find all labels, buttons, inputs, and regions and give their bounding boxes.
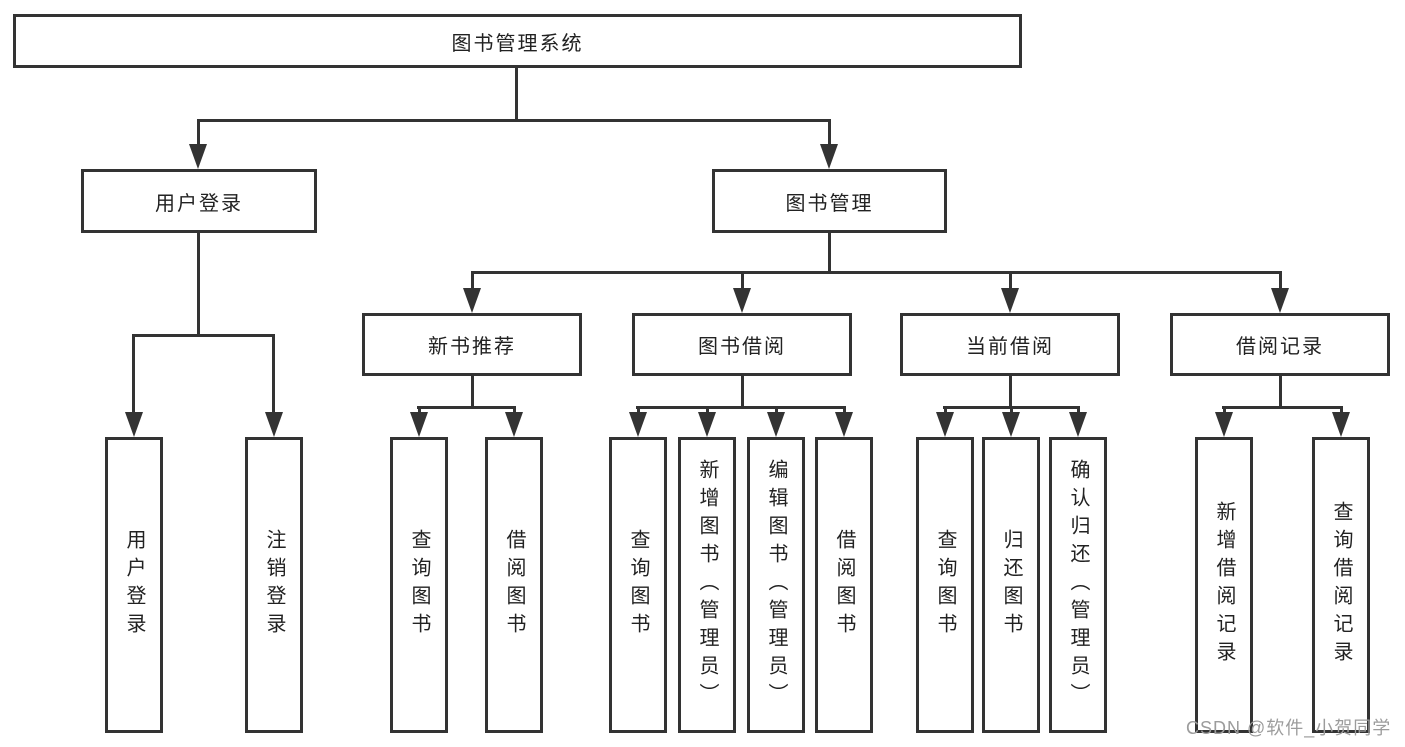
connector-line [1279, 376, 1282, 408]
connector-line [1340, 406, 1343, 416]
leaf-add-borrow-record: 新增借阅记录 [1195, 437, 1253, 733]
leaf-label: 查询借阅记录 [1330, 501, 1352, 669]
arrowhead-down-icon [463, 288, 481, 313]
arrowhead-down-icon [505, 412, 523, 437]
connector-line [471, 376, 474, 408]
connector-line [513, 406, 516, 416]
connector-line [471, 271, 474, 291]
leaf-label: 查询图书 [934, 529, 956, 641]
leaf-label: 借阅图书 [833, 529, 855, 641]
leaf-label: 编辑图书（管理员） [765, 459, 787, 711]
arrowhead-down-icon [820, 144, 838, 169]
arrowhead-down-icon [835, 412, 853, 437]
connector-line [706, 406, 709, 416]
leaf-query-books-current: 查询图书 [916, 437, 974, 733]
connector-line [1223, 406, 1226, 416]
connector-line [132, 334, 135, 413]
leaf-query-books-borrowing: 查询图书 [609, 437, 667, 733]
leaf-edit-books-admin: 编辑图书（管理员） [747, 437, 805, 733]
connector-line [471, 271, 1282, 274]
leaf-label: 注销登录 [263, 529, 285, 641]
leaf-label: 用户登录 [123, 529, 145, 641]
node-new-book-recommendation: 新书推荐 [362, 313, 582, 376]
arrowhead-down-icon [1215, 412, 1233, 437]
leaf-label: 查询图书 [408, 529, 430, 641]
arrowhead-down-icon [1001, 288, 1019, 313]
connector-line [417, 406, 516, 409]
connector-line [197, 119, 200, 149]
leaf-confirm-return-admin: 确认归还（管理员） [1049, 437, 1107, 733]
connector-line [418, 406, 421, 416]
connector-line [828, 233, 831, 273]
leaf-borrow-books-recommend: 借阅图书 [485, 437, 543, 733]
leaf-logout: 注销登录 [245, 437, 303, 733]
leaf-return-books: 归还图书 [982, 437, 1040, 733]
leaf-label: 借阅图书 [503, 529, 525, 641]
node-current-borrowing: 当前借阅 [900, 313, 1120, 376]
connector-line [515, 68, 518, 120]
arrowhead-down-icon [767, 412, 785, 437]
connector-line [197, 119, 831, 122]
arrowhead-down-icon [1271, 288, 1289, 313]
connector-line [1222, 406, 1343, 409]
node-user-login: 用户登录 [81, 169, 317, 233]
connector-line [1009, 271, 1012, 291]
arrowhead-down-icon [1069, 412, 1087, 437]
connector-line [637, 406, 640, 416]
arrowhead-down-icon [1002, 412, 1020, 437]
connector-line [636, 406, 846, 409]
leaf-add-books-admin: 新增图书（管理员） [678, 437, 736, 733]
node-book-management: 图书管理 [712, 169, 947, 233]
node-root: 图书管理系统 [13, 14, 1022, 68]
leaf-label: 确认归还（管理员） [1067, 459, 1089, 711]
leaf-label: 新增借阅记录 [1213, 501, 1235, 669]
node-borrowing-records: 借阅记录 [1170, 313, 1390, 376]
csdn-watermark: CSDN @软件_小贺同学 [1186, 718, 1392, 738]
connector-line [197, 233, 200, 336]
leaf-label: 归还图书 [1000, 529, 1022, 641]
leaf-borrow-books: 借阅图书 [815, 437, 873, 733]
connector-line [1279, 271, 1282, 291]
arrowhead-down-icon [265, 412, 283, 437]
arrowhead-down-icon [936, 412, 954, 437]
connector-line [741, 271, 744, 291]
connector-line [1077, 406, 1080, 416]
arrowhead-down-icon [125, 412, 143, 437]
leaf-user-login: 用户登录 [105, 437, 163, 733]
arrowhead-down-icon [410, 412, 428, 437]
connector-line [272, 334, 275, 413]
connector-line [828, 119, 831, 149]
arrowhead-down-icon [1332, 412, 1350, 437]
arrowhead-down-icon [698, 412, 716, 437]
connector-line [1010, 406, 1013, 416]
leaf-label: 新增图书（管理员） [696, 459, 718, 711]
leaf-query-borrow-record: 查询借阅记录 [1312, 437, 1370, 733]
connector-line [843, 406, 846, 416]
connector-line [132, 334, 275, 337]
arrowhead-down-icon [629, 412, 647, 437]
connector-line [741, 376, 744, 408]
connector-line [1009, 376, 1012, 408]
connector-line [775, 406, 778, 416]
arrowhead-down-icon [733, 288, 751, 313]
leaf-query-books-recommend: 查询图书 [390, 437, 448, 733]
node-book-borrowing: 图书借阅 [632, 313, 852, 376]
connector-line [944, 406, 947, 416]
arrowhead-down-icon [189, 144, 207, 169]
leaf-label: 查询图书 [627, 529, 649, 641]
